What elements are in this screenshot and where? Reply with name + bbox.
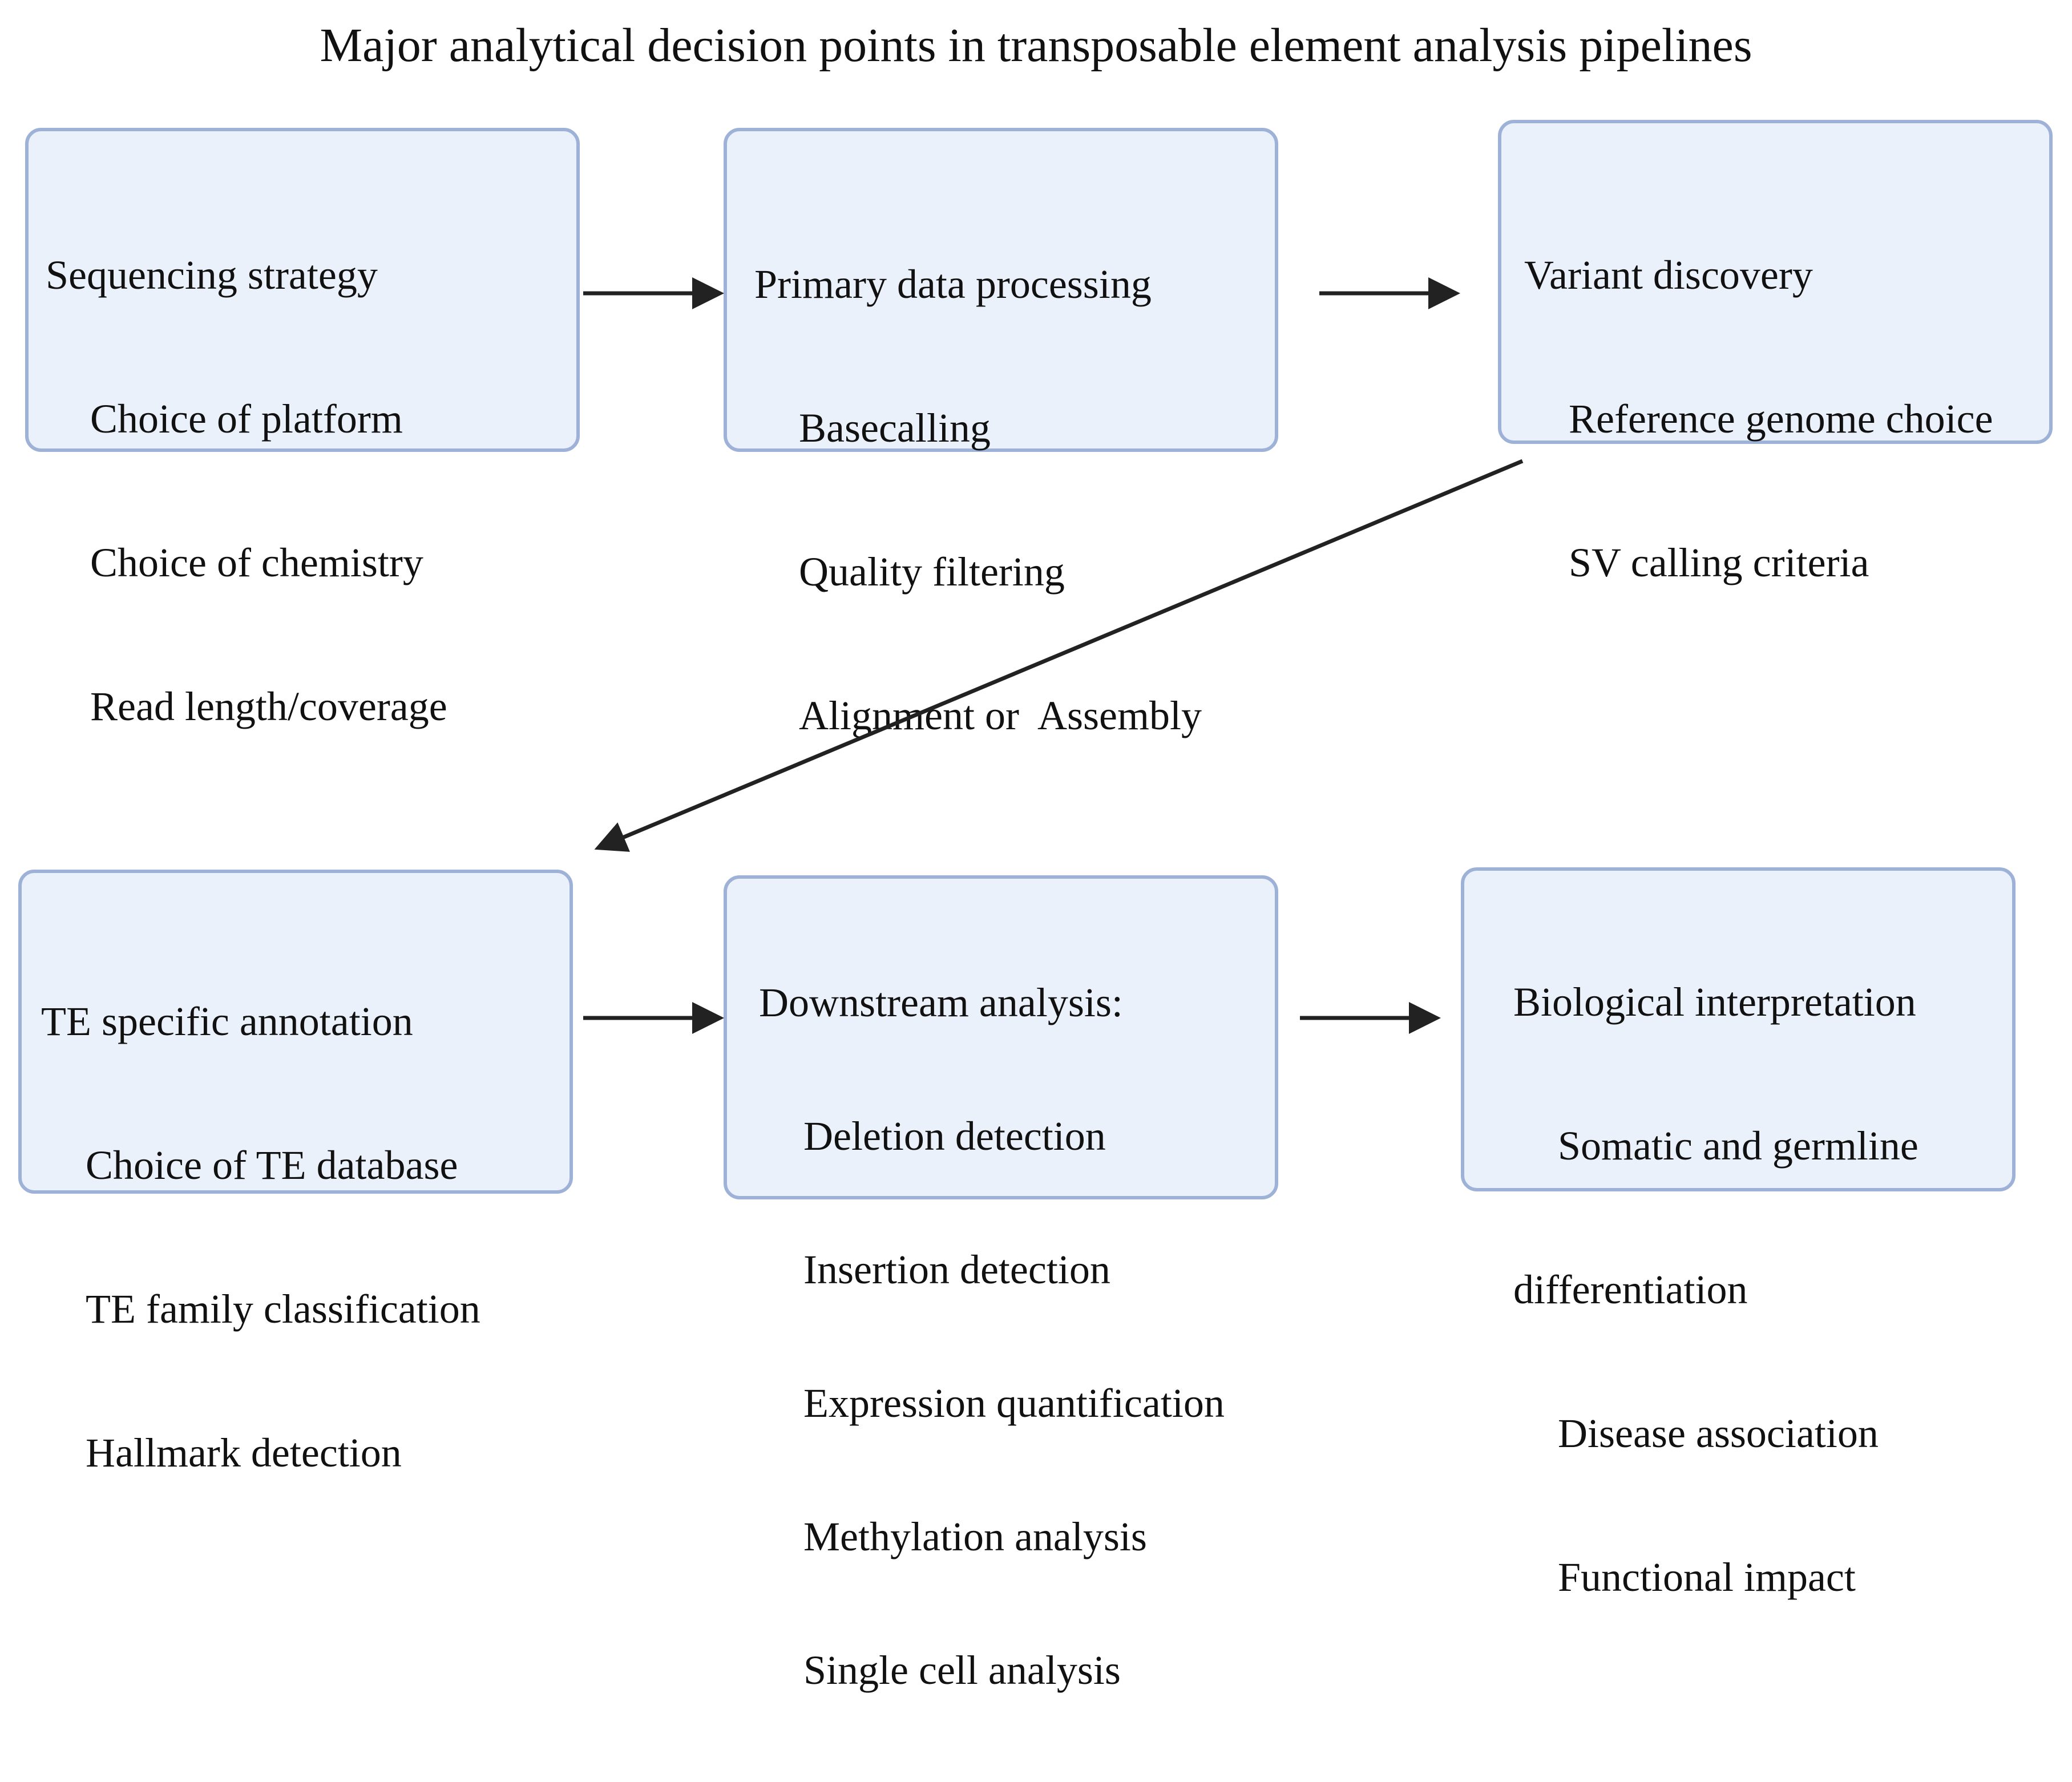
- node-heading: Variant discovery: [1524, 252, 1813, 298]
- node-heading: Sequencing strategy: [46, 252, 378, 298]
- node-item: Choice of platform: [90, 396, 403, 442]
- node-heading: TE specific annotation: [41, 999, 413, 1044]
- node-item: Choice of TE database: [86, 1142, 458, 1188]
- node-item: Deletion detection: [803, 1113, 1106, 1159]
- node-item: Hallmark detection: [86, 1430, 402, 1476]
- edges-layer: [583, 277, 1524, 1034]
- node-item: differentiation: [1513, 1267, 1748, 1312]
- node-item: Somatic and germline: [1558, 1123, 1918, 1169]
- node-item: Insertion detection: [803, 1247, 1110, 1292]
- node-item: Quality filtering: [799, 549, 1065, 595]
- node-item: Read length/coverage: [90, 684, 447, 729]
- node-sequencing-strategy: Sequencing strategy Choice of platform C…: [25, 128, 580, 729]
- diagram-title: Major analytical decision points in tran…: [320, 19, 1752, 72]
- node-item: Expression quantification: [803, 1380, 1225, 1426]
- edge-arrow: [594, 459, 1524, 852]
- node-item: Basecalling: [799, 405, 991, 451]
- node-heading: Primary data processing: [754, 261, 1152, 307]
- node-heading: Downstream analysis:: [759, 980, 1123, 1025]
- node-item: Methylation analysis: [803, 1514, 1147, 1559]
- node-primary-data-processing: Primary data processing Basecalling Qual…: [724, 128, 1278, 738]
- node-item: Functional impact: [1558, 1554, 1856, 1600]
- node-item: Choice of chemistry: [90, 540, 423, 585]
- node-item: Reference genome choice: [1569, 396, 1993, 442]
- node-item: TE family classification: [86, 1286, 480, 1332]
- node-heading: Biological interpretation: [1513, 979, 1916, 1025]
- node-item: Disease association: [1558, 1411, 1879, 1456]
- node-item: SV calling criteria: [1569, 540, 1869, 585]
- node-variant-discovery: Variant discovery Reference genome choic…: [1498, 120, 2053, 585]
- node-item: Single cell analysis: [803, 1647, 1121, 1693]
- node-item: Alignment or Assembly: [799, 693, 1202, 738]
